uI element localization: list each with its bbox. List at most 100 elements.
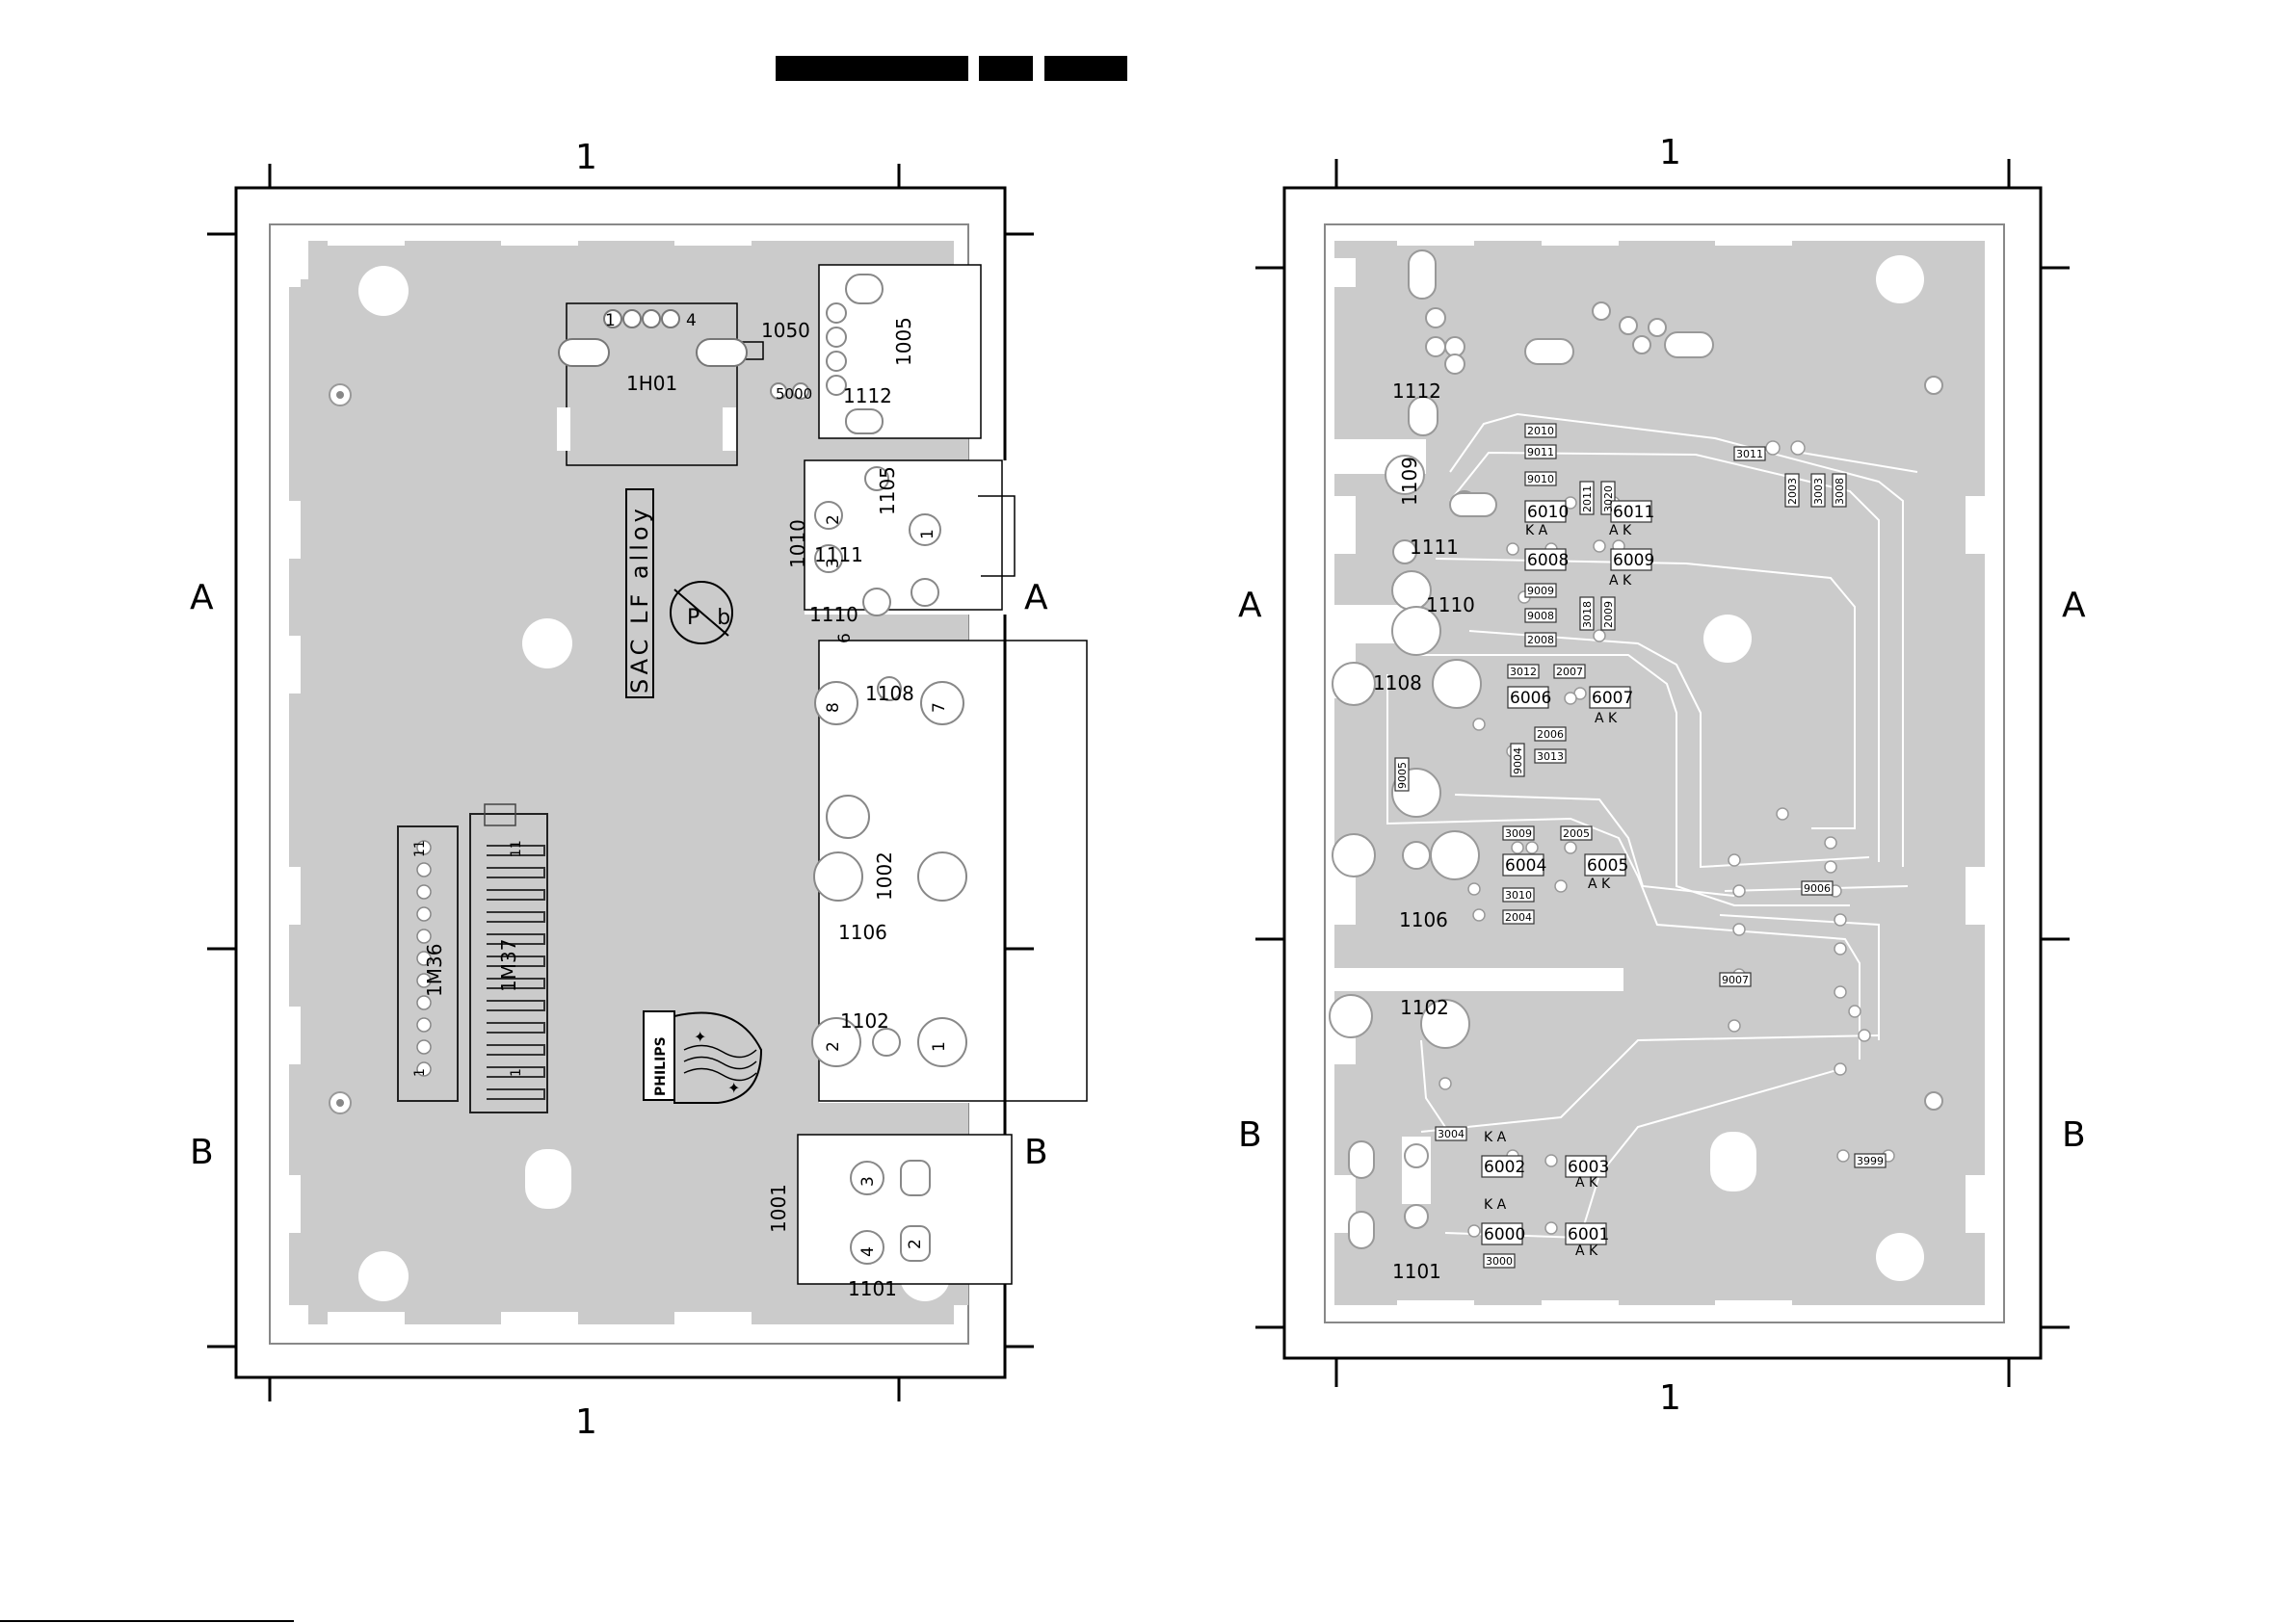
smd-part-3009 [1502,825,1535,841]
connector-lead [487,955,545,967]
left-tick-marks [207,164,1034,1401]
part-label-3020: 3020 [1602,485,1615,512]
part-label-6002: 6002 [1484,1158,1525,1177]
smd-part-6006 [1507,686,1549,709]
right-board-labels: 1112 1109 1111 1110 1108 1106 1102 1101 [1373,380,1475,1283]
connector-pin [416,1017,432,1033]
connector-lead [487,978,545,989]
right-pads [1329,249,1714,1249]
left-1010-pads [814,466,941,616]
smd-part-6002 [1481,1155,1523,1178]
connector-lead [487,1066,545,1078]
pol-ak: A K [1609,523,1632,538]
left-1001-pads [850,1160,931,1265]
connector-lead [487,1000,545,1011]
smd-part-9011 [1524,444,1557,459]
pin-num: 7 [930,702,949,713]
label-1050: 1050 [761,319,810,342]
part-label-3003: 3003 [1812,478,1825,505]
smd-part-6004 [1502,853,1544,877]
part-label-2011: 2011 [1581,485,1594,512]
connector-pin [416,995,432,1010]
grid-col-bottom: 1 [575,1402,597,1442]
left-board: ✦ ✦ [207,164,1088,1401]
philips-logo: ✦ ✦ [643,1010,763,1104]
header-block-1 [776,56,968,81]
grid-row-b-left: B [190,1133,214,1172]
logo-star-2: ✦ [727,1079,740,1097]
smd-part-2007 [1553,664,1586,679]
smd-part-9007 [1719,972,1752,987]
left-1108-pads [811,676,967,1067]
connector-lead [487,1088,545,1100]
connector-lead [487,889,545,901]
rgrid-row-b-left: B [1238,1115,1262,1155]
smd-part-9010 [1524,471,1557,486]
part-label-3011: 3011 [1736,448,1763,460]
pin-num: 8 [824,702,843,713]
part-label-2009: 2009 [1602,601,1615,628]
connector-pin [416,1039,432,1055]
smd-part-6008 [1524,548,1567,571]
part-label-2008: 2008 [1527,634,1554,646]
label-1101: 1101 [848,1277,897,1300]
part-label-9007: 9007 [1722,974,1749,986]
connector-pin [416,973,432,988]
smd-part-3011 [1733,446,1766,461]
part-label-3008: 3008 [1834,478,1846,505]
label-1005: 1005 [892,317,915,366]
right-traces [1386,412,1918,1240]
connector-lead [487,867,545,878]
smd-part-2005 [1560,825,1593,841]
header-block-2 [979,56,1033,81]
label-1108: 1108 [865,682,914,705]
smd-part-3999 [1854,1153,1887,1168]
label-1m37: 1M37 [497,939,520,992]
right-edge-notches [1334,231,1987,1315]
label-1m36: 1M36 [423,944,446,997]
connector-pin [416,1061,432,1077]
part-label-3013: 3013 [1537,750,1564,763]
right-board-outline [1324,223,2005,1323]
pin-num: 6 [835,633,855,643]
pin-num: 1 [930,1041,949,1052]
smd-part-2010 [1524,423,1557,438]
left-pin-numbers: 1 4 2 3 6 8 7 1 2 1 3 4 2 11 1 1 11 [412,311,949,1257]
part-label-9006: 9006 [1804,882,1831,895]
header-block-3 [1044,56,1127,81]
part-label-9011: 9011 [1527,446,1554,458]
logo-star-1: ✦ [694,1028,706,1046]
footer-rule [0,1620,294,1622]
polarity-marks: K A A K A K A K A K K A A K K A A K [1484,523,1632,1259]
part-label-9004: 9004 [1512,747,1524,774]
pol-ak: A K [1575,1243,1598,1259]
rlabel-1111: 1111 [1410,536,1459,559]
part-label-6004: 6004 [1505,856,1546,876]
grid-row-a-left: A [190,578,214,617]
connector-pin [416,951,432,966]
connector-pin [416,929,432,944]
pin-num: 2 [824,514,843,525]
part-label-2010: 2010 [1527,425,1554,437]
connector-pin [416,906,432,922]
label-1010: 1010 [786,519,809,568]
part-label-3010: 3010 [1505,889,1532,902]
smd-part-6009 [1610,548,1652,571]
part-label-3004: 3004 [1438,1128,1465,1140]
pol-ak: A K [1609,573,1632,589]
alloy-label: SAC LF alloy [626,505,653,694]
connector-pin [416,862,432,877]
part-label-6003: 6003 [1568,1158,1609,1177]
part-label-6006: 6006 [1510,689,1551,708]
left-edge-notches [281,231,752,1326]
rgrid-row-b-right: B [2062,1115,2086,1155]
part-label-6009: 6009 [1613,551,1654,570]
pol-ka: K A [1525,523,1548,538]
label-5000: 5000 [776,385,812,403]
pin-num: 1 [412,1068,428,1077]
smd-part-6005 [1584,853,1626,877]
part-label-6007: 6007 [1592,689,1633,708]
rlabel-1108: 1108 [1373,671,1422,694]
alloy-box [625,488,654,698]
rgrid-col-top: 1 [1659,133,1681,172]
